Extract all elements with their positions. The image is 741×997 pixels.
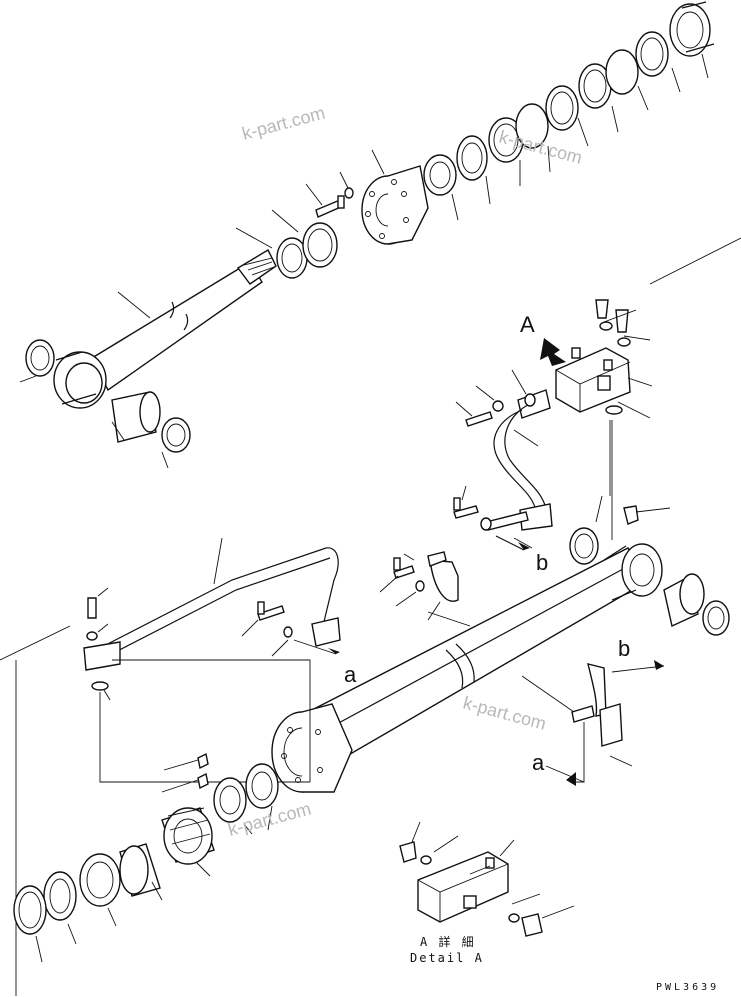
ref-label-a: a bbox=[344, 662, 357, 687]
ref-label-b: b bbox=[618, 636, 630, 661]
head-side-seals bbox=[13, 752, 279, 963]
guide-lines bbox=[0, 420, 665, 996]
detail-title-en: Detail A bbox=[410, 951, 484, 965]
detail-title-jp: A 詳 細 bbox=[420, 934, 476, 949]
cylinder-tube bbox=[271, 505, 730, 793]
rod-assembly bbox=[25, 249, 277, 453]
view-a-label: A bbox=[520, 312, 535, 337]
head-side-parts bbox=[276, 1, 715, 279]
watermark: k-part.com bbox=[240, 103, 327, 144]
drawing-code: PWL3639 bbox=[656, 982, 719, 993]
ref-label-b: b bbox=[536, 550, 548, 575]
ref-label-a: a bbox=[532, 750, 545, 775]
upper-pipe bbox=[453, 369, 553, 551]
detail-a-drawing bbox=[399, 821, 575, 937]
valve-a-assembly bbox=[540, 299, 653, 419]
leaders-upper bbox=[19, 53, 741, 469]
watermark: k-part.com bbox=[461, 693, 548, 734]
lower-pipe bbox=[83, 537, 341, 701]
clamp-bands bbox=[379, 495, 633, 767]
